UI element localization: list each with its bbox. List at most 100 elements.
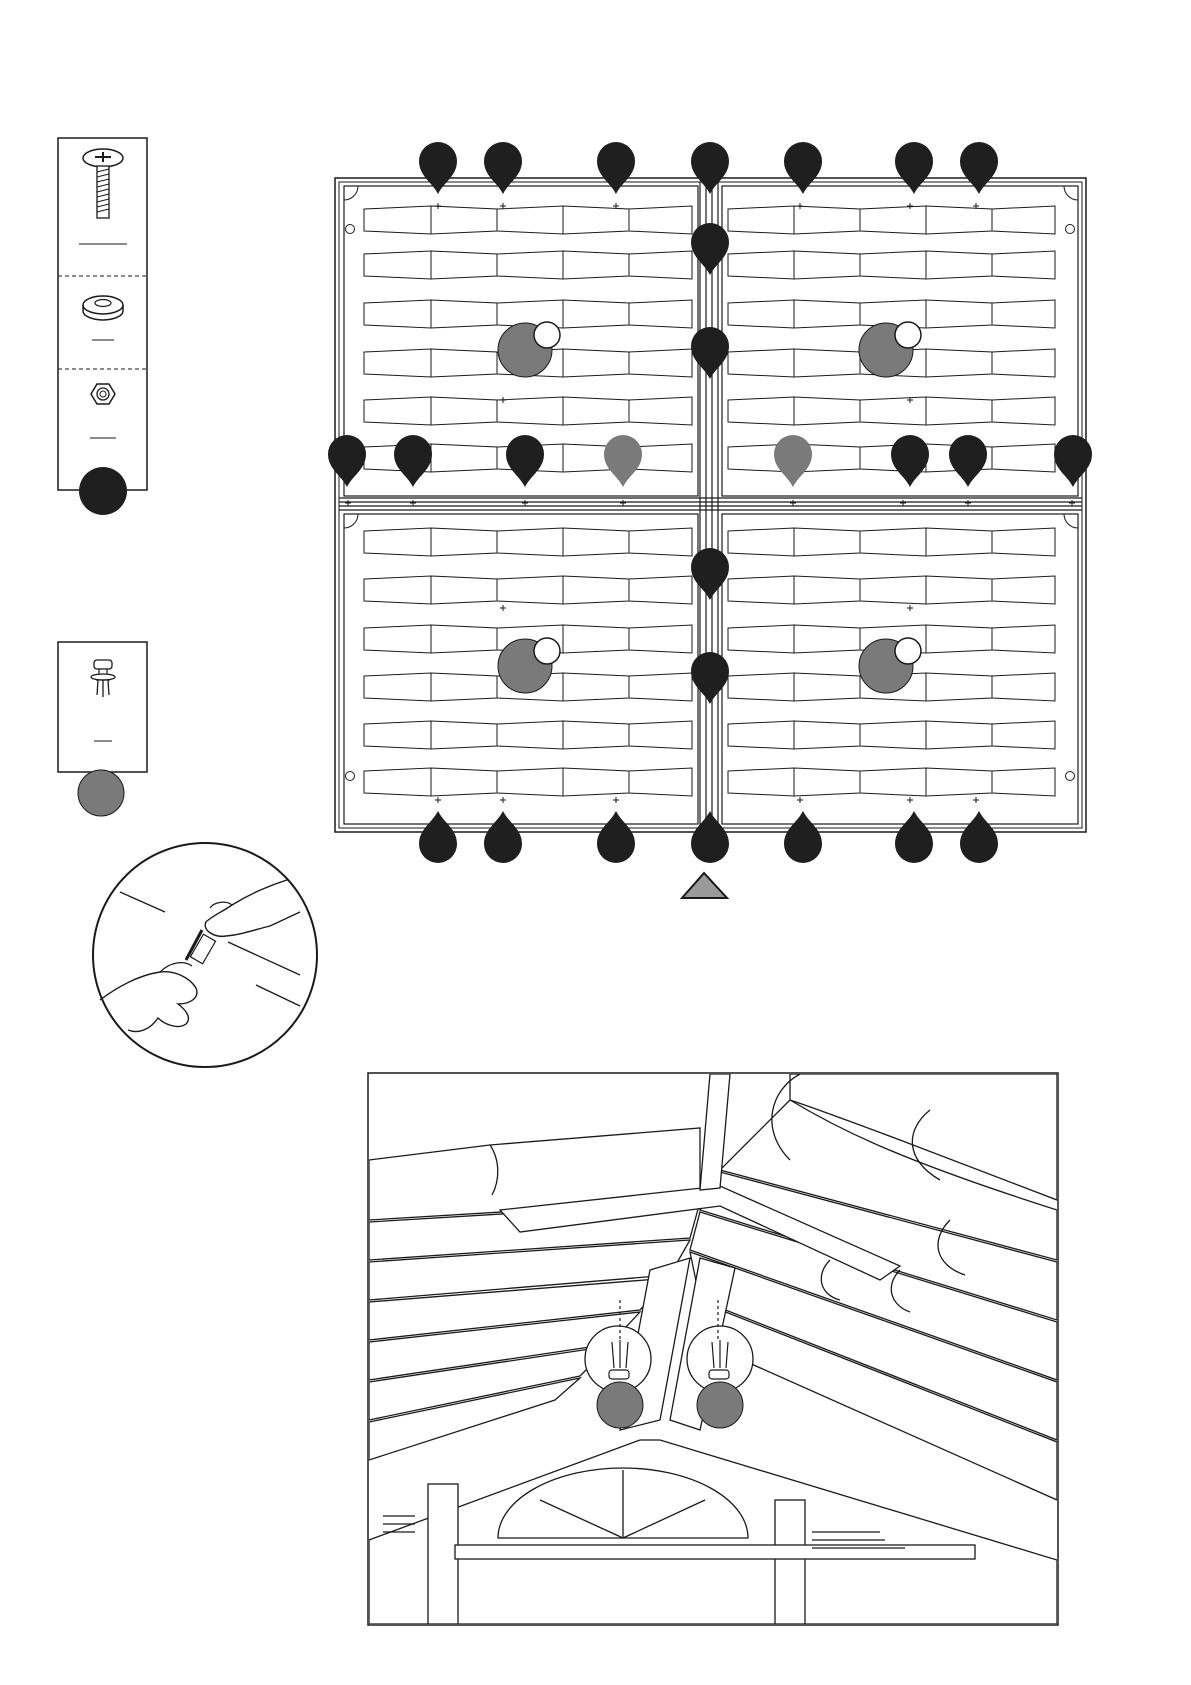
roof-plan-view [328,142,1092,898]
roof-tile [728,251,794,279]
roof-tile [629,721,692,749]
roof-tile [992,768,1055,796]
roof-tile [794,721,860,749]
roof-tile [728,625,794,653]
roof-tile [992,673,1055,701]
roof-tile [728,528,794,556]
roof-tile [992,251,1055,279]
roof-tile [563,300,629,328]
hardware-badge-dark [79,467,127,515]
roof-tile [794,625,860,653]
roof-tile [728,576,794,604]
roof-tile [364,300,431,328]
roof-tile [431,349,497,377]
roof-tile [926,397,992,425]
roof-tile [431,528,497,556]
rivet-badge-gray [78,770,124,816]
roof-tile [992,206,1055,234]
roof-tile [563,625,629,653]
roof-tile [728,768,794,796]
roof-tile [728,300,794,328]
roof-tile [728,206,794,234]
roof-tile [728,673,794,701]
roof-tile [794,768,860,796]
roof-tile [364,673,431,701]
roof-tile [364,528,431,556]
roof-tile [794,673,860,701]
roof-tile [992,528,1055,556]
roof-tile [629,528,692,556]
roof-tile [926,349,992,377]
roof-tile [497,768,563,796]
roof-tile [497,528,563,556]
roof-tile [629,251,692,279]
roof-tile [563,251,629,279]
roof-tile [364,397,431,425]
roof-tile [794,528,860,556]
rivet-badge-gray-right [697,1382,743,1428]
roof-tile [794,349,860,377]
roof-tile [860,397,926,425]
roof-tile [992,349,1055,377]
roof-tile [563,721,629,749]
roof-tile [431,251,497,279]
roof-tile [992,576,1055,604]
roof-tile [629,397,692,425]
roof-tile [794,300,860,328]
roof-tile [629,673,692,701]
roof-tile [364,625,431,653]
hardware-parts-panel [58,138,147,515]
roof-tile [860,528,926,556]
roof-tile [926,721,992,749]
roof-tile [629,768,692,796]
roof-tile [926,300,992,328]
roof-tile [629,349,692,377]
roof-tile [926,768,992,796]
roof-tile [794,576,860,604]
roof-tile [563,768,629,796]
roof-tile [563,528,629,556]
roof-tile [563,206,629,234]
roof-tile [860,206,926,234]
roof-tile [794,206,860,234]
roof-tile [728,397,794,425]
rivet-badge-gray-left [597,1382,643,1428]
roof-tile [794,397,860,425]
roof-tile [364,768,431,796]
roof-tile [629,576,692,604]
roof-tile [629,206,692,234]
roof-tile [497,397,563,425]
roof-tile [431,444,497,472]
roof-tile [431,206,497,234]
roof-tile [364,349,431,377]
roof-tile [431,768,497,796]
hand-tightening-detail [93,843,317,1067]
roof-tile [926,576,992,604]
roof-tile [431,673,497,701]
roof-tile [431,625,497,653]
roof-tile [860,768,926,796]
roof-tile [926,625,992,653]
roof-tile [860,251,926,279]
roof-tile [364,721,431,749]
roof-tile [497,576,563,604]
roof-tile [431,397,497,425]
rivet-parts-panel [58,642,147,816]
roof-tile [926,673,992,701]
roof-tile [431,576,497,604]
front-direction-arrow [682,873,727,898]
hex-nut-icon [91,384,115,404]
roof-tile [728,349,794,377]
roof-tile [992,300,1055,328]
roof-tile [563,576,629,604]
roof-tile [431,300,497,328]
roof-tile [364,206,431,234]
roof-tile [431,721,497,749]
roof-tile [992,444,1055,472]
roof-tile [926,251,992,279]
roof-tile [497,721,563,749]
roof-tile [992,625,1055,653]
roof-tile [563,673,629,701]
roof-tile [860,721,926,749]
